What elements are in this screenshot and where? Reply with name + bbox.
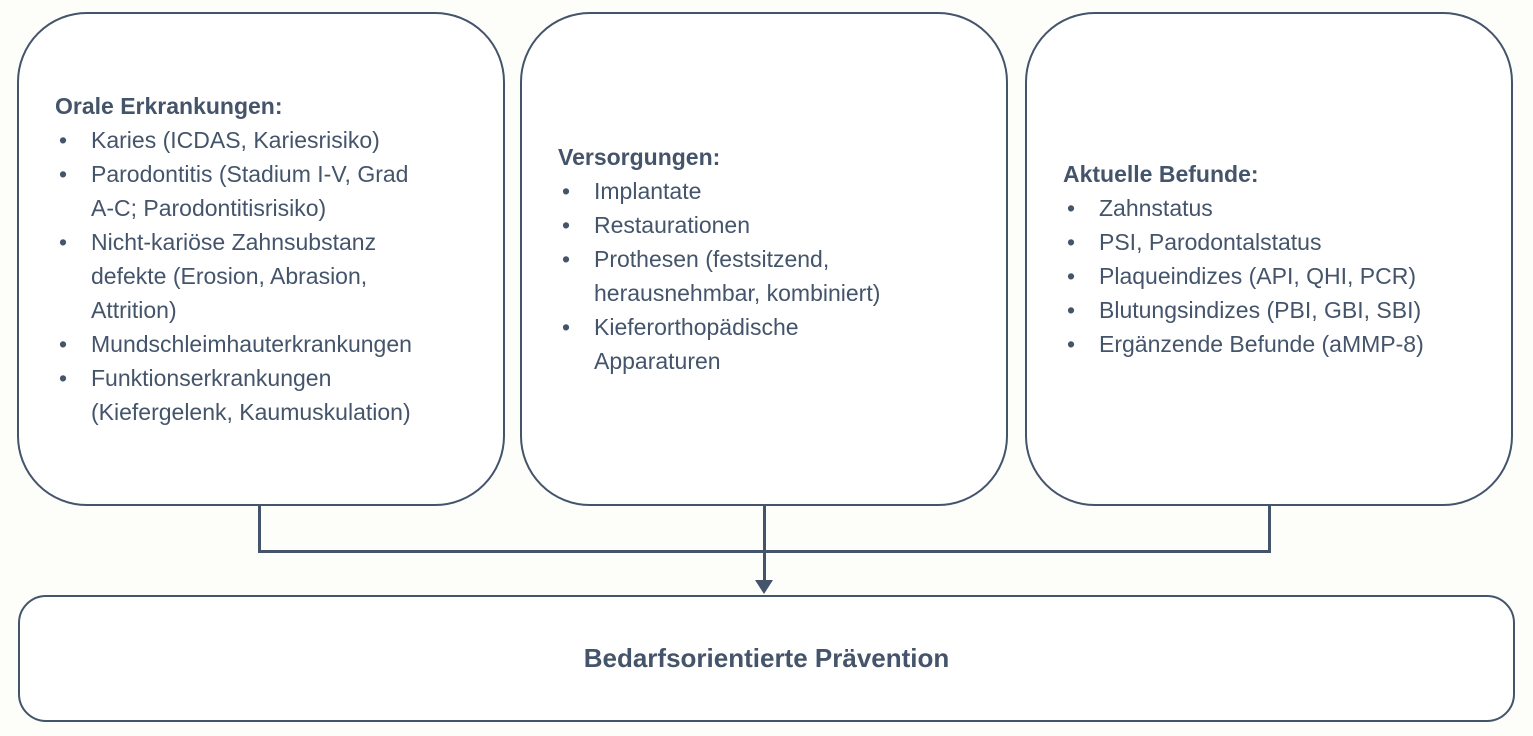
bullet-item: • PSI, Parodontalstatus [1063,225,1511,259]
bullet-icon: • [562,246,571,272]
bullet-icon: • [59,229,68,255]
connector-right-vertical [1268,505,1271,553]
arrow-down-icon [755,580,773,594]
box-content: Orale Erkrankungen: • Karies (ICDAS, Kari… [19,14,503,504]
connector-left-vertical [258,505,261,553]
bullet-icon: • [1067,263,1076,289]
bullet-item: • Ergänzende Befunde (aMMP-8) [1063,327,1511,361]
bullet-text: Zahnstatus [1099,195,1213,221]
bullet-text: Implantate [594,178,702,204]
bullet-item: • Zahnstatus [1063,191,1511,225]
bullet-text: Prothesen (festsitzend, herausnehmbar, k… [594,246,881,306]
bullet-text: Mundschleimhauterkrankungen [91,331,412,357]
bullet-icon: • [562,212,571,238]
bullet-item: • Parodontitis (Stadium I-V, Grad A-C; Pa… [55,157,503,225]
bullet-item: • Kieferorthopädische Apparaturen [558,310,1006,378]
bullet-icon: • [1067,195,1076,221]
box-orale-erkrankungen: Orale Erkrankungen: • Karies (ICDAS, Kari… [17,12,505,506]
bullet-item: • Karies (ICDAS, Kariesrisiko) [55,123,503,157]
bullet-text: Funktionserkrankungen (Kiefergelenk, Kau… [91,365,411,425]
box-title: Orale Erkrankungen: [55,93,283,119]
bullet-item: • Implantate [558,174,1006,208]
bullet-item: • Blutungsindizes (PBI, GBI, SBI) [1063,293,1511,327]
bullet-icon: • [562,178,571,204]
bullet-text: Blutungsindizes (PBI, GBI, SBI) [1099,297,1422,323]
bullet-text: PSI, Parodontalstatus [1099,229,1322,255]
bullet-text: Karies (ICDAS, Kariesrisiko) [91,127,380,153]
bullet-text: Restaurationen [594,212,750,238]
box-content: Versorgungen: • Implantate • Restaurationen… [522,14,1006,504]
connector-middle-vertical [763,504,766,582]
bullet-text: Ergänzende Befunde (aMMP-8) [1099,331,1424,357]
bullet-item: • Restaurationen [558,208,1006,242]
box-content: Aktuelle Befunde: • Zahnstatus • PSI, Parod… [1027,14,1511,504]
box-aktuelle-befunde: Aktuelle Befunde: • Zahnstatus • PSI, Parod… [1025,12,1513,506]
bullet-icon: • [59,365,68,391]
bullet-text: Plaqueindizes (API, QHI, PCR) [1099,263,1417,289]
bullet-icon: • [59,331,68,357]
bullet-item: • Plaqueindizes (API, QHI, PCR) [1063,259,1511,293]
bullet-icon: • [59,161,68,187]
bullet-list: • Implantate • Restaurationen • Prothesen (fe… [558,174,1006,378]
bullet-text: Kieferorthopädische Apparaturen [594,314,799,374]
box-versorgungen: Versorgungen: • Implantate • Restaurationen… [520,12,1008,506]
box-title: Versorgungen: [558,144,721,170]
bullet-icon: • [59,127,68,153]
bullet-list: • Zahnstatus • PSI, Parodontalstatus • Plaque… [1063,191,1511,361]
bullet-item: • Funktionserkrankungen (Kiefergelenk, Ka… [55,361,503,429]
bullet-item: • Nicht-kariöse Zahnsubstanz defekte (Ero… [55,225,503,327]
bullet-item: • Prothesen (festsitzend, herausnehmbar, … [558,242,1006,310]
box-bedarfsorientierte-praevention: Bedarfsorientierte Prävention [18,595,1515,722]
bullet-text: Parodontitis (Stadium I-V, Grad A-C; Par… [91,161,409,221]
bullet-item: • Mundschleimhauterkrankungen [55,327,503,361]
bullet-text: Nicht-kariöse Zahnsubstanz defekte (Eros… [91,229,377,323]
bullet-icon: • [1067,229,1076,255]
bullet-list: • Karies (ICDAS, Kariesrisiko) • Parodontit… [55,123,503,429]
box-title: Aktuelle Befunde: [1063,161,1259,187]
bullet-icon: • [562,314,571,340]
bullet-icon: • [1067,297,1076,323]
bullet-icon: • [1067,331,1076,357]
bottom-box-label: Bedarfsorientierte Prävention [583,643,950,673]
